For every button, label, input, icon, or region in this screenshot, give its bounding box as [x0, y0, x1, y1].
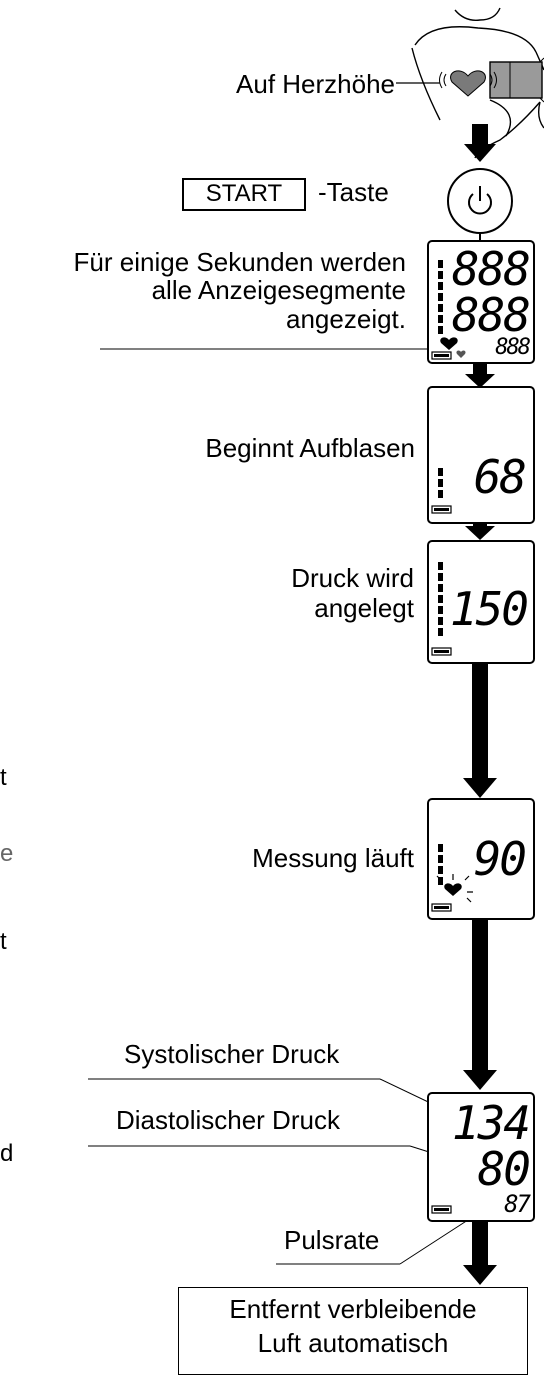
arrow-down-icon [464, 124, 496, 162]
lcd-measuring-value: 90 [473, 832, 527, 886]
pulse-label: Pulsrate [284, 1225, 380, 1255]
start-button[interactable]: START [182, 178, 306, 211]
lcd-inflate: 68 [427, 386, 535, 524]
margin-letter-3: t [0, 928, 7, 955]
pressure-line1: Druck wird [291, 563, 414, 593]
heart-level-label: Auf Herzhöhe [236, 69, 395, 99]
heart-icon [439, 70, 497, 97]
lcd-all-segments: 888 888 888 [427, 240, 535, 364]
lcd-measuring: 90 [427, 798, 535, 920]
lcd-all-bottom: 888 [495, 335, 531, 360]
pressure-line2: angelegt [314, 593, 414, 623]
battery-icon [431, 903, 452, 912]
lcd-pressure: 150 [427, 540, 535, 664]
margin-letter-2: e [0, 840, 14, 867]
end-line2: Luft automatisch [257, 1328, 449, 1358]
lcd-inflate-value: 68 [473, 450, 527, 504]
lcd-all-top: 888 [451, 242, 531, 296]
inflate-label: Beginnt Aufblasen [205, 433, 415, 463]
margin-letter-1: t [0, 764, 7, 791]
lcd-result-diastolic: 80 [477, 1142, 531, 1196]
lcd-all-segments-icons [431, 260, 466, 360]
segments-line3: angezeigt. [286, 304, 406, 334]
lcd-measuring-icons [431, 844, 473, 912]
cuff-icon [489, 57, 544, 103]
lcd-result-icons [431, 1205, 452, 1214]
lcd-inflate-icons [431, 468, 452, 514]
segments-line2: alle Anzeigesegmente [151, 275, 406, 305]
start-suffix-label: -Taste [318, 177, 389, 207]
end-line1: Entfernt verbleibende [229, 1294, 477, 1324]
segments-line1: Für einige Sekunden werden [73, 247, 406, 277]
battery-icon [431, 351, 452, 360]
lcd-pressure-icons [431, 562, 452, 656]
heart-icon [440, 337, 458, 350]
battery-icon [431, 647, 452, 656]
lcd-pressure-value: 150 [449, 582, 529, 636]
measuring-label: Messung läuft [252, 843, 414, 873]
lcd-all-middle: 888 [451, 288, 531, 342]
systolic-label: Systolischer Druck [124, 1039, 340, 1069]
lcd-result: 134 80 87 [427, 1092, 535, 1222]
margin-letter-4: d [0, 1140, 14, 1167]
heart-icon [444, 883, 462, 896]
power-icon [447, 168, 513, 234]
battery-icon [431, 1205, 452, 1214]
battery-icon [431, 505, 452, 514]
person-outline [411, 7, 544, 159]
diastolic-label: Diastolischer Druck [116, 1105, 340, 1135]
lcd-result-pulse: 87 [504, 1190, 531, 1218]
lcd-result-systolic: 134 [451, 1096, 531, 1150]
end-state-box: Entfernt verbleibende Luft automatisch [178, 1287, 528, 1375]
